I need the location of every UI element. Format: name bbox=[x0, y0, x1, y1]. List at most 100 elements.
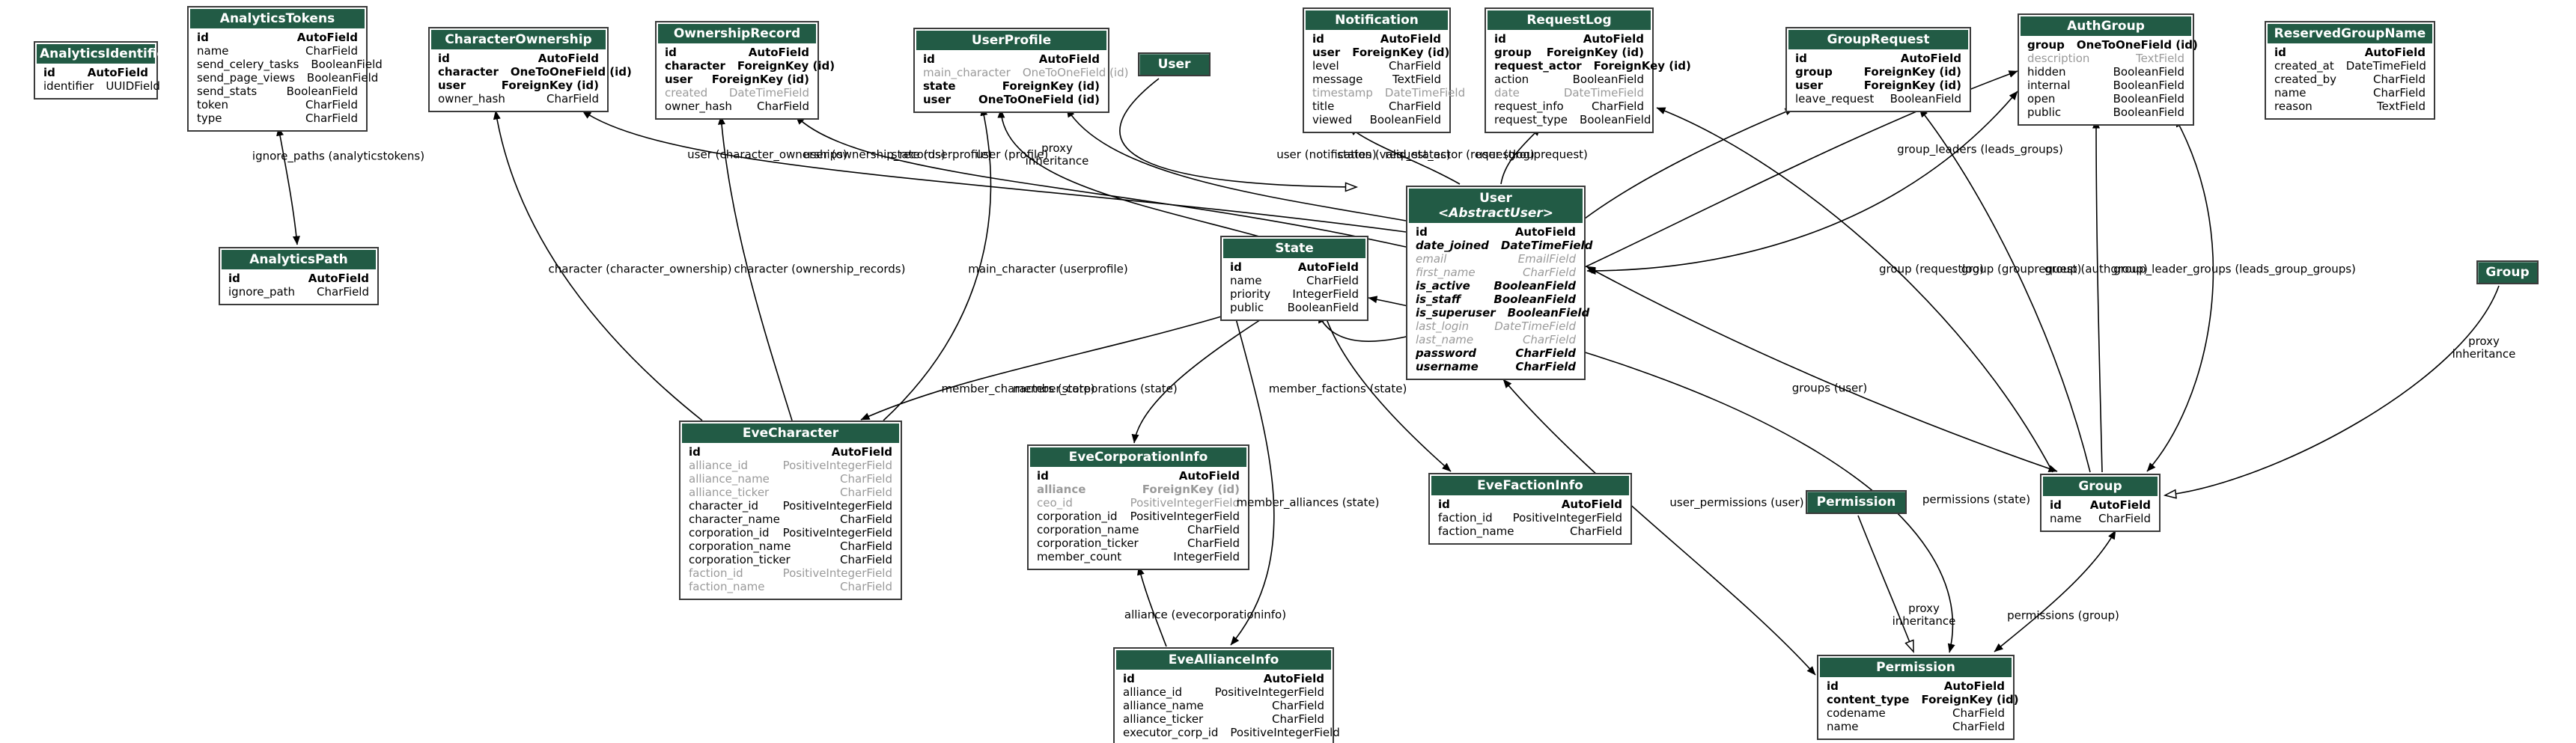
proxy-model-group: Group bbox=[2476, 260, 2539, 284]
field-name: corporation_name bbox=[1037, 523, 1139, 536]
table-name-text: GroupRequest bbox=[1827, 32, 1930, 47]
field-row-id: id AutoField bbox=[916, 52, 1106, 66]
field-name: state bbox=[923, 79, 956, 93]
field-type: CharField bbox=[1592, 100, 1644, 113]
relation-edge-member-characters-state bbox=[860, 309, 1242, 421]
field-name: first_name bbox=[1416, 266, 1476, 279]
relation-edge-proxy-inheritance-user bbox=[1119, 78, 1356, 187]
field-type: AutoField bbox=[1038, 52, 1100, 66]
field-type: DateTimeField bbox=[1384, 86, 1466, 100]
field-name: message bbox=[1312, 73, 1363, 86]
table-subtitle-text: <AbstractUser> bbox=[1438, 206, 1553, 221]
field-type: CharField bbox=[2098, 512, 2151, 525]
field-name: id bbox=[689, 445, 701, 459]
field-name: priority bbox=[1230, 287, 1271, 301]
field-type: CharField bbox=[840, 486, 892, 499]
table-name-text: EveAllianceInfo bbox=[1168, 652, 1279, 667]
field-name: identifier bbox=[43, 79, 94, 93]
field-type: BooleanField bbox=[1580, 113, 1651, 126]
edge-label-member-corporations-state: member_corporations (state) bbox=[1013, 382, 1178, 396]
edge-label-permissions-group: permissions (group) bbox=[2007, 608, 2119, 623]
field-type: UUIDField bbox=[106, 79, 160, 93]
table-title: User<AbstractUser> bbox=[1409, 189, 1583, 223]
table-title: RequestLog bbox=[1488, 10, 1651, 30]
field-name: created bbox=[665, 86, 708, 100]
table-title: CharacterOwnership bbox=[431, 30, 606, 49]
field-name: id bbox=[923, 52, 935, 66]
field-type: CharField bbox=[1306, 274, 1359, 287]
field-name: faction_name bbox=[689, 580, 765, 593]
field-type: PositiveIntegerField bbox=[1512, 511, 1622, 525]
field-type: CharField bbox=[305, 98, 358, 111]
field-name: created_at bbox=[2274, 59, 2334, 73]
field-name: id bbox=[1795, 52, 1807, 65]
table-title: AnalyticsPath bbox=[222, 250, 376, 269]
field-name: viewed bbox=[1312, 113, 1353, 126]
field-type: BooleanField bbox=[2113, 65, 2184, 79]
field-type: AutoField bbox=[1263, 672, 1324, 685]
field-type: CharField bbox=[1952, 720, 2005, 733]
field-type: CharField bbox=[317, 285, 369, 299]
relation-edge-member-corporations-state bbox=[1131, 310, 1276, 444]
field-name: user bbox=[665, 73, 693, 86]
field-name: id bbox=[1494, 32, 1506, 46]
field-name: level bbox=[1312, 59, 1339, 73]
field-name: user bbox=[923, 93, 951, 106]
field-type: ForeignKey (id) bbox=[737, 59, 835, 73]
field-type: CharField bbox=[305, 44, 358, 58]
field-name: alliance_id bbox=[1123, 685, 1183, 699]
field-type: CharField bbox=[840, 472, 892, 486]
field-name: user bbox=[438, 79, 466, 92]
field-name: corporation_id bbox=[689, 526, 770, 539]
field-type: CharField bbox=[2373, 73, 2426, 86]
edge-label-states-valid-states: states (valid_states) bbox=[1337, 147, 1451, 162]
relation-edge-user-ownership-records bbox=[795, 115, 1407, 248]
field-type: CharField bbox=[1389, 59, 1441, 73]
field-type: AutoField bbox=[1561, 498, 1622, 511]
field-type: CharField bbox=[1515, 360, 1576, 373]
field-type: AutoField bbox=[748, 46, 809, 59]
field-name: id bbox=[2274, 46, 2286, 59]
field-type: DateTimeField bbox=[728, 86, 809, 100]
edge-label-proxy-inheritance: proxy inheritance bbox=[1892, 602, 1956, 628]
field-name: public bbox=[2027, 106, 2062, 119]
field-name: email bbox=[1416, 252, 1447, 266]
field-type: AutoField bbox=[538, 52, 599, 65]
field-name: faction_id bbox=[689, 566, 743, 580]
field-type: ForeignKey (id) bbox=[501, 79, 599, 92]
edge-label-user-profile: user (profile) bbox=[975, 147, 1049, 162]
field-type: CharField bbox=[1272, 699, 1324, 712]
field-type: CharField bbox=[546, 92, 599, 106]
field-name: owner_hash bbox=[438, 92, 505, 106]
field-type: PositiveIntegerField bbox=[1230, 726, 1340, 739]
